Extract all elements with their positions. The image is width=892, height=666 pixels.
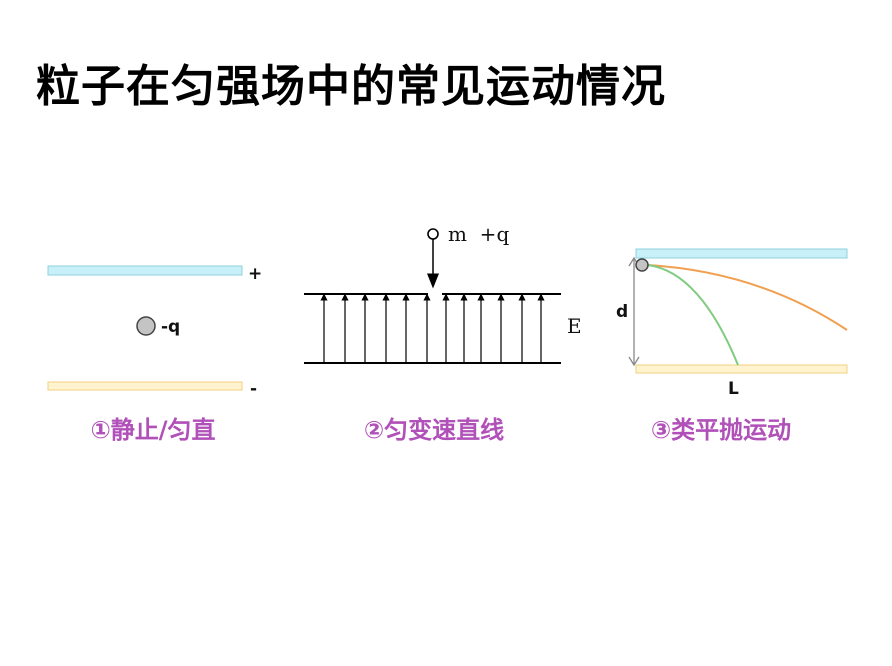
arrow-head-bottom [628, 356, 640, 367]
diagram-static: + -q - [47, 264, 262, 399]
field-label: E [567, 314, 582, 338]
diagram-projectile: d L [616, 248, 848, 399]
caption-linear: ②匀变速直线 [363, 416, 505, 444]
particle-label: m +q [448, 222, 509, 246]
slide-title: 粒子在匀强场中的常见运动情况 [36, 61, 666, 112]
positive-plate [47, 265, 243, 276]
d-label: d [616, 302, 628, 322]
negative-plate [635, 364, 848, 374]
particle [427, 228, 439, 240]
caption-static: ①静止/匀直 [90, 416, 216, 444]
negative-plate [47, 381, 243, 391]
l-label: L [728, 379, 739, 399]
particle [635, 258, 649, 272]
minus-label: - [250, 379, 257, 399]
diagram-linear: m +q E [304, 222, 582, 364]
orange-trajectory [647, 264, 848, 331]
charge-label: -q [161, 317, 180, 337]
plus-label: + [248, 264, 262, 284]
particle [136, 316, 156, 336]
positive-plate [635, 248, 848, 259]
caption-projectile: ③类平抛运动 [650, 416, 792, 444]
green-trajectory [647, 264, 739, 366]
